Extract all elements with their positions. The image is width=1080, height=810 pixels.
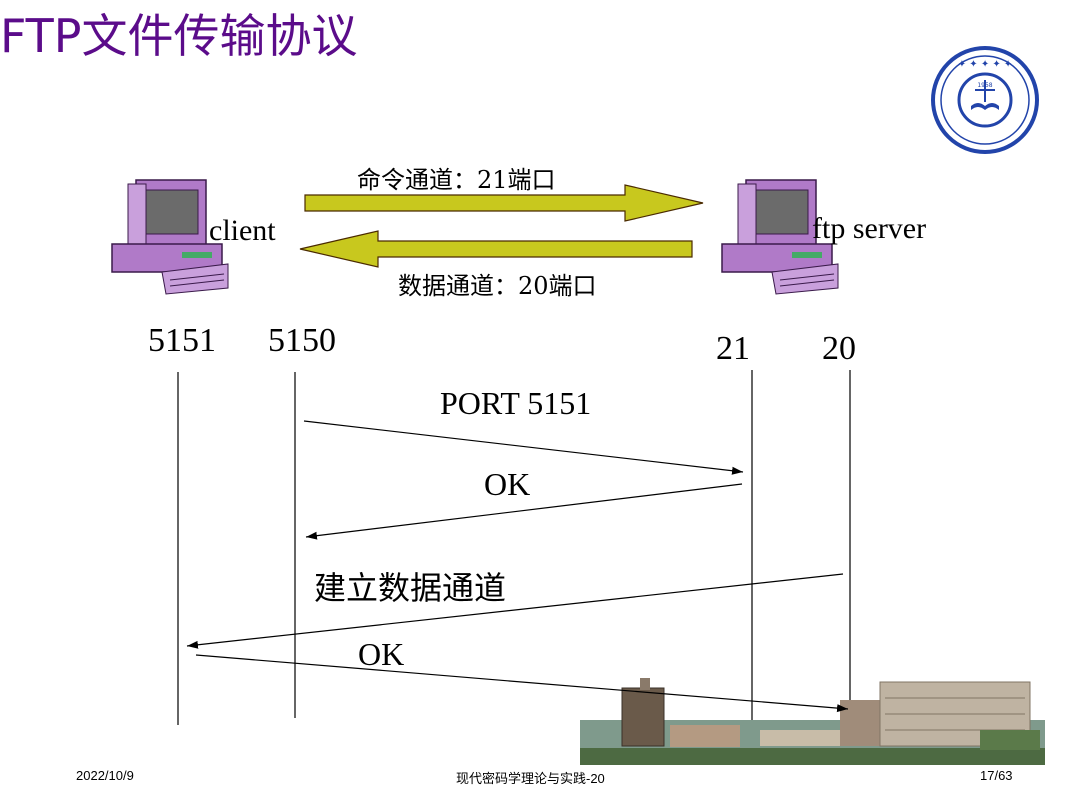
- data-channel-arrow: [299, 230, 693, 268]
- command-channel-arrow: [304, 184, 704, 222]
- establish-arrow: [186, 573, 844, 649]
- ustc-logo-icon: 1958 ✦ ✦ ✦ ✦ ✦: [931, 46, 1039, 154]
- ok1-arrow: [305, 483, 743, 540]
- svg-text:✦ ✦ ✦ ✦ ✦: ✦ ✦ ✦ ✦ ✦: [958, 59, 1013, 70]
- campus-photo: [580, 678, 1045, 765]
- server-computer-icon: [721, 179, 839, 295]
- port-label-20: 20: [822, 330, 856, 367]
- client-computer-icon: [111, 179, 229, 295]
- command-channel-label: 命令通道：21端口: [357, 166, 556, 194]
- port-label-21: 21: [716, 330, 750, 367]
- ok2-arrow: [195, 654, 849, 713]
- logo-year: 1958: [977, 82, 992, 89]
- footer-date: 2022/10/9: [76, 768, 134, 783]
- client-label: client: [209, 214, 276, 247]
- port-label-5151: 5151: [148, 322, 216, 359]
- ok1-label: OK: [484, 466, 531, 502]
- establish-data-channel-label: 建立数据通道: [314, 569, 507, 607]
- port-label-5150: 5150: [268, 322, 336, 359]
- slide-title: FTP文件传输协议: [0, 9, 358, 63]
- footer-page: 17/63: [980, 768, 1013, 783]
- ok2-label: OK: [358, 636, 405, 672]
- server-label: ftp server: [812, 212, 927, 245]
- footer-course: 现代密码学理论与实践-20: [456, 771, 605, 786]
- port-command-arrow: [303, 420, 744, 475]
- port-command-label: PORT 5151: [440, 385, 592, 421]
- data-channel-label: 数据通道：20端口: [398, 272, 597, 300]
